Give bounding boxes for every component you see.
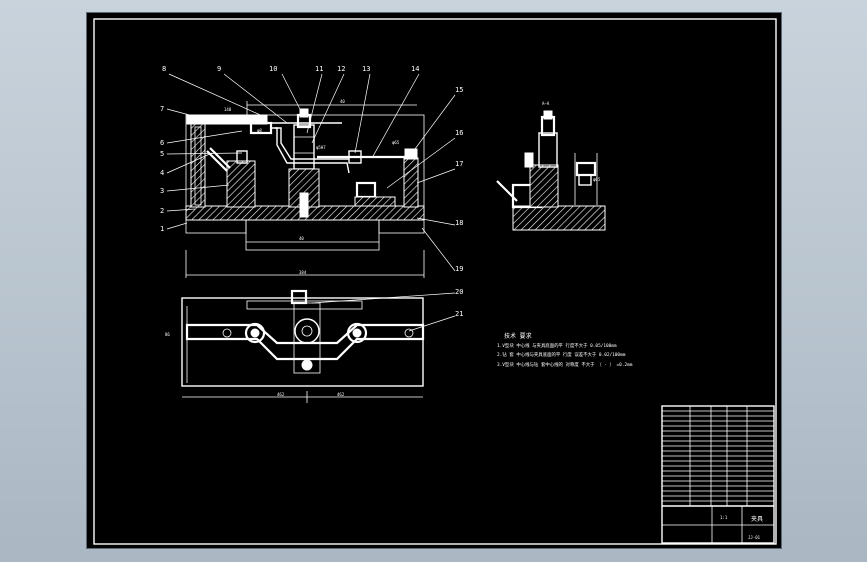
section-base: [512, 205, 606, 231]
balloon-17: 17: [455, 160, 463, 168]
dim-plan-left: 462: [277, 392, 285, 397]
technical-notes: 技术 要求 1.V型块 中心线 与夹具底面的平 行度不大于 0.05/100mm…: [497, 332, 633, 368]
section-label: A—A: [542, 101, 550, 106]
notes-line-2: 2.钻 套 中心线与夹具底面的平 行度 误差不大于 0.02/100mm: [497, 351, 626, 358]
balloon-16: 16: [455, 129, 463, 137]
dim-base-height: 40: [299, 236, 304, 241]
title-scale: 1:1: [720, 515, 728, 520]
base-foot: [185, 219, 247, 234]
balloon-7: 7: [160, 105, 164, 113]
balloon-6: 6: [160, 139, 164, 147]
part-callouts: 8 9 10 11 12 13 14 15 16 17 18 19 20 21 …: [160, 65, 463, 332]
dim-top-left: 140: [224, 107, 232, 112]
drawing-sheet: 384 40 140 40 φ8 φ5H7 φ65 462 462 86 A—A: [86, 12, 782, 549]
title-drawing-no: JJ-01: [748, 535, 761, 540]
drawing-frame: [93, 18, 777, 545]
balloon-11: 11: [315, 65, 323, 73]
section-view: A—A φ65: [496, 101, 606, 231]
dim-bore-dia: φ5H7: [316, 145, 326, 150]
notes-line-3: 3.V型块 中心线与钻 套中心线的 对称度 不大于 （ - ） =0.2mm: [497, 361, 633, 368]
dim-top-mid: 40: [340, 99, 345, 104]
balloon-4: 4: [160, 169, 164, 177]
dim-side-height: 86: [165, 332, 170, 337]
balloon-9: 9: [217, 65, 221, 73]
balloon-21: 21: [455, 310, 463, 318]
balloon-5: 5: [160, 150, 164, 158]
balloon-12: 12: [337, 65, 345, 73]
title-part-name: 夹具: [751, 515, 763, 523]
base-slot: [245, 219, 380, 251]
balloon-3: 3: [160, 187, 164, 195]
balloon-10: 10: [269, 65, 277, 73]
notes-heading: 技术 要求: [504, 332, 532, 340]
v-block: [226, 160, 256, 208]
dim-section-dia: φ65: [593, 177, 601, 182]
left-column: [190, 122, 206, 208]
dim-overall-width: 384: [299, 270, 307, 275]
title-block: 夹具 1:1 JJ-01: [661, 405, 775, 544]
dim-small-dia: φ8: [257, 128, 262, 133]
balloon-8: 8: [162, 65, 166, 73]
balloon-20: 20: [455, 288, 463, 296]
right-column: [403, 157, 419, 208]
cad-drawing: 384 40 140 40 φ8 φ5H7 φ65 462 462 86 A—A: [93, 18, 777, 545]
balloon-13: 13: [362, 65, 370, 73]
front-view: 384 40 140 40 φ8 φ5H7 φ65: [185, 99, 425, 278]
balloon-15: 15: [455, 86, 463, 94]
base-foot-right: [378, 219, 425, 234]
balloon-18: 18: [455, 219, 463, 227]
balloon-19: 19: [455, 265, 463, 273]
dim-pin-dia: φ65: [392, 140, 400, 145]
notes-line-1: 1.V型块 中心线 与夹具底面的平 行度不大于 0.05/100mm: [497, 342, 617, 349]
left-column-inner: [194, 126, 202, 206]
dim-plan-right: 462: [337, 392, 345, 397]
balloon-14: 14: [411, 65, 419, 73]
plan-view: 462 462 86: [165, 289, 425, 403]
balloon-2: 2: [160, 207, 164, 215]
plan-outline: [181, 297, 424, 387]
balloon-1: 1: [160, 225, 164, 233]
